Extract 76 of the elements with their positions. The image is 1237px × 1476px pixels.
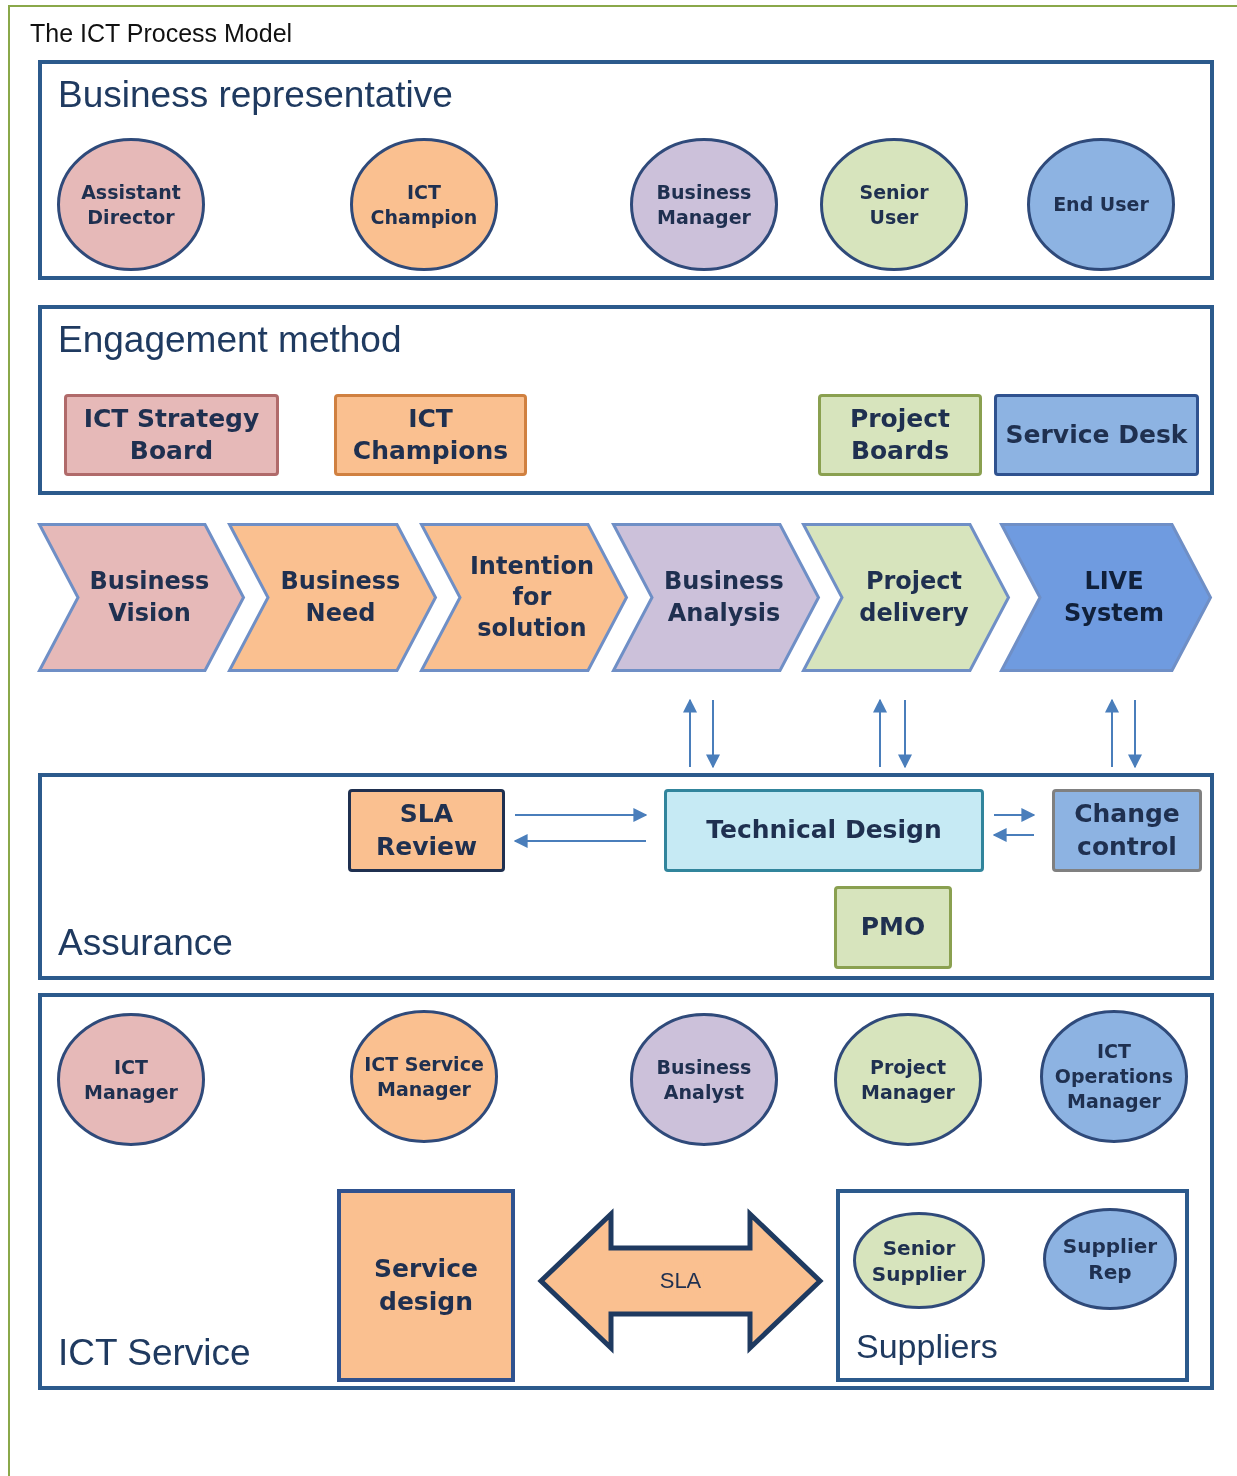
node-label: Change control: [1073, 798, 1181, 863]
node-label: Service Desk: [1005, 418, 1188, 451]
process-step: [802, 523, 1010, 672]
node-label: Business Need: [279, 566, 402, 629]
node-label: Project Manager: [860, 1054, 956, 1105]
arrow: [683, 698, 697, 768]
node-label: Service design: [373, 1253, 479, 1318]
section-heading: ICT Service: [58, 1332, 251, 1374]
process-box: [1052, 789, 1202, 872]
process-step: [420, 523, 628, 672]
role-ellipse: [630, 138, 778, 271]
node-label: ICT Service Manager: [364, 1051, 484, 1102]
role-ellipse: [1040, 1010, 1188, 1143]
role-ellipse: [350, 1010, 498, 1143]
role-ellipse: [57, 138, 205, 271]
role-ellipse: [820, 138, 968, 271]
section-panel: [38, 993, 1214, 1390]
process-box: [818, 394, 982, 476]
node-label: ICT Operations Manager: [1054, 1039, 1174, 1114]
role-ellipse: [1027, 138, 1175, 271]
section-heading: Engagement method: [58, 319, 402, 361]
process-box: [348, 789, 505, 872]
node-label: Assistant Director: [80, 179, 182, 230]
arrow: [1105, 698, 1119, 768]
node-label: Project delivery: [858, 566, 970, 629]
process-box: [994, 394, 1199, 476]
node-label: Project Boards: [848, 402, 952, 467]
node-label: LIVE System: [1063, 566, 1165, 629]
process-box: [337, 1189, 515, 1382]
process-box: [334, 394, 527, 476]
process-step: [38, 523, 245, 672]
node-label: ICT Manager: [83, 1054, 179, 1105]
process-box: [64, 394, 279, 476]
section-heading: Assurance: [58, 922, 233, 964]
role-ellipse: [834, 1013, 982, 1146]
process-step: [1000, 523, 1212, 672]
node-label: SLA Review: [374, 798, 479, 863]
arrow: [1128, 699, 1142, 769]
node-label: ICT Champions: [351, 402, 510, 467]
role-ellipse: [350, 138, 498, 271]
arrow: [898, 699, 912, 769]
section-panel: [38, 305, 1214, 495]
section-heading: Suppliers: [856, 1327, 998, 1366]
diagram-title: The ICT Process Model: [30, 19, 293, 48]
node-label: Supplier Rep: [1061, 1233, 1159, 1285]
double-block-arrow: [537, 1208, 824, 1354]
section-panel: [38, 60, 1214, 280]
node-label: Intention for solution: [468, 550, 596, 645]
process-box: [664, 789, 984, 872]
node-label: Business Vision: [88, 566, 211, 629]
node-label: ICT Strategy Board: [82, 402, 261, 467]
process-step: [228, 523, 437, 672]
arrow: [513, 834, 647, 848]
arrow: [993, 808, 1036, 822]
node-label: Business Analyst: [655, 1054, 753, 1105]
role-ellipse: [57, 1013, 205, 1146]
arrow: [706, 699, 720, 769]
node-label: PMO: [860, 911, 926, 944]
process-step: [612, 523, 820, 672]
node-label: Technical Design: [706, 814, 942, 847]
arrow: [873, 698, 887, 768]
role-ellipse: [853, 1212, 985, 1309]
arrow: [992, 828, 1035, 842]
section-heading: Business representative: [58, 74, 453, 116]
node-label: Senior User: [858, 179, 930, 230]
arrow: [514, 808, 648, 822]
node-label: Business Manager: [655, 179, 753, 230]
section-panel: [38, 773, 1214, 980]
process-box: [834, 886, 952, 969]
node-label: ICT Champion: [369, 179, 479, 230]
node-label: Senior Supplier: [870, 1234, 968, 1287]
section-panel: [836, 1189, 1189, 1382]
role-ellipse: [1043, 1208, 1177, 1310]
role-ellipse: [630, 1013, 778, 1146]
node-label: End User: [1053, 192, 1149, 217]
node-label: Business Analysis: [663, 566, 785, 629]
